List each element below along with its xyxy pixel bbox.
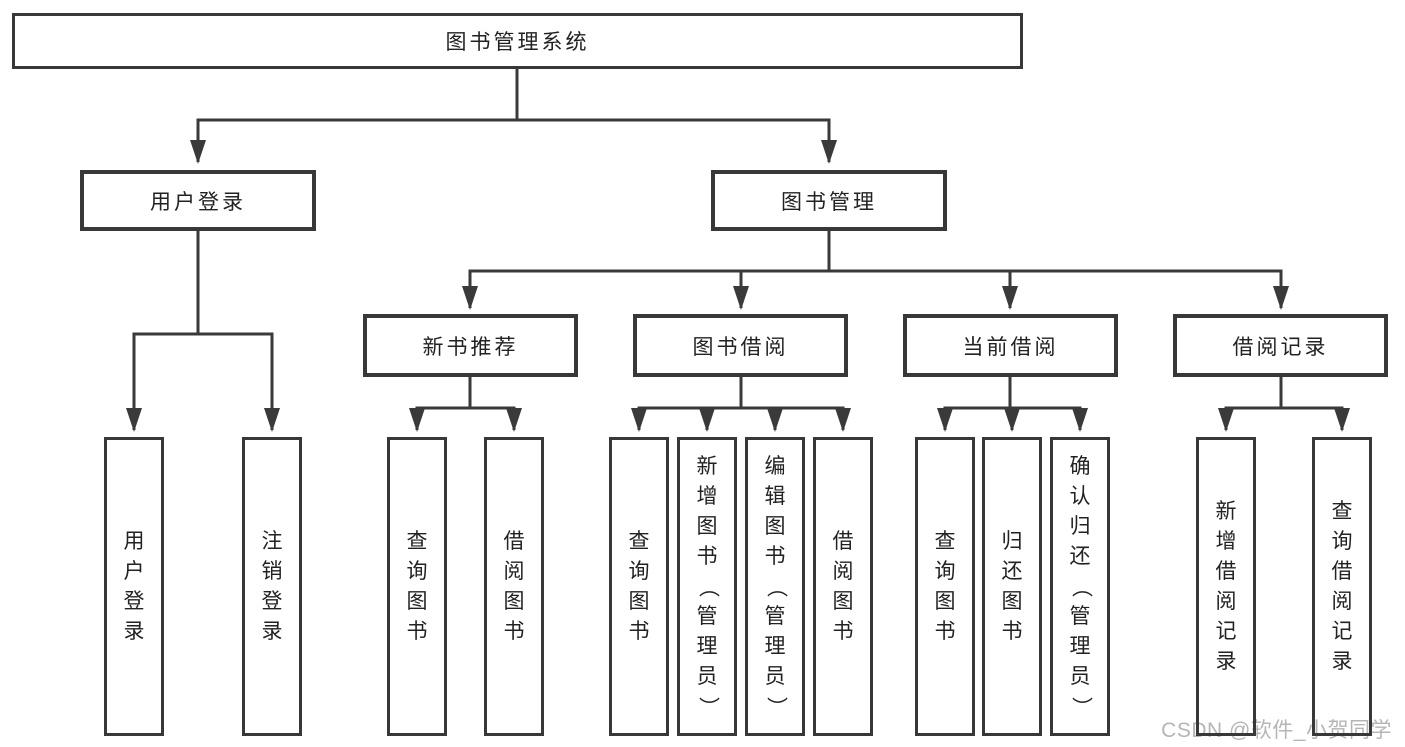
node-label: 查询图书 [406,529,428,643]
node-label: 当前借阅 [962,335,1059,359]
node-user-login-action: 用户登录 [104,437,164,736]
tree-trunk-lines [132,67,1344,410]
node-user-login: 用户登录 [80,170,316,231]
node-add-borrow-record: 新增借阅记录 [1196,437,1256,736]
node-system-root: 图书管理系统 [12,13,1023,69]
node-label: 新书推荐 [422,335,519,359]
node-label: 查询借阅记录 [1331,499,1353,673]
node-label: 图书借阅 [692,335,789,359]
node-query-books-borrow: 查询图书 [609,437,669,736]
node-return-book: 归还图书 [982,437,1042,736]
node-borrow-records: 借阅记录 [1173,314,1388,377]
node-label: 新增借阅记录 [1215,499,1237,673]
node-book-management: 图书管理 [711,170,947,231]
node-label: 借阅记录 [1232,335,1329,359]
node-label: 借阅图书 [832,529,854,643]
node-add-book-admin: 新增图书（管理员） [677,437,737,736]
node-query-books-recommend: 查询图书 [387,437,447,736]
node-current-borrow: 当前借阅 [903,314,1118,377]
node-confirm-return-admin: 确认归还（管理员） [1050,437,1110,736]
node-label: 用户登录 [123,529,145,643]
node-label: 新增图书（管理员） [696,454,719,718]
node-borrow-books-action: 借阅图书 [813,437,873,736]
node-new-book-recommend: 新书推荐 [363,314,578,377]
node-query-books-current: 查询图书 [915,437,975,736]
node-label: 用户登录 [150,190,246,214]
node-label: 归还图书 [1001,529,1023,643]
node-label: 编辑图书（管理员） [764,454,787,718]
node-borrow-books-recommend: 借阅图书 [484,437,544,736]
node-edit-book-admin: 编辑图书（管理员） [745,437,805,736]
node-label: 图书管理 [781,190,877,214]
arrow-lines [126,120,1350,432]
node-label: 查询图书 [934,529,956,643]
node-label: 确认归还（管理员） [1069,454,1092,718]
node-logout-action: 注销登录 [242,437,302,736]
node-label: 图书管理系统 [445,31,590,54]
node-book-borrow: 图书借阅 [633,314,848,377]
node-label: 注销登录 [261,529,283,643]
node-label: 借阅图书 [503,529,525,643]
node-label: 查询图书 [628,529,650,643]
watermark-csdn: CSDN @软件_小贺同学 [1161,719,1392,742]
node-query-borrow-record: 查询借阅记录 [1312,437,1372,736]
